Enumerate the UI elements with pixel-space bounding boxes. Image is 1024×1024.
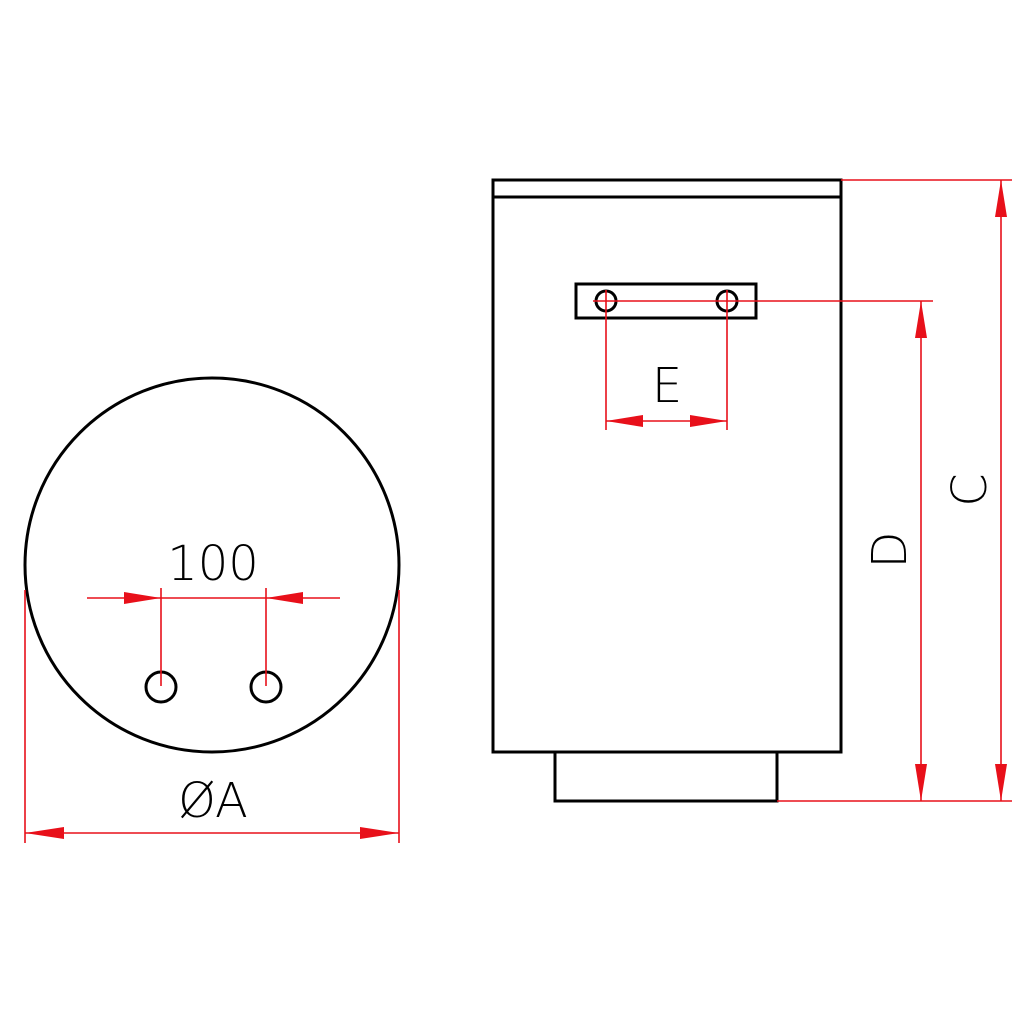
arrowhead: [915, 301, 927, 338]
dimension-d: D: [777, 301, 1012, 802]
dimension-label-a: ØA: [178, 773, 248, 829]
dimension-label-100: 100: [167, 536, 259, 592]
arrowhead: [606, 415, 643, 427]
dimension-label-e: E: [652, 358, 682, 414]
dimension-100: 100: [87, 536, 340, 686]
dimension-e: E: [593, 290, 933, 430]
dimension-c: C: [841, 179, 1012, 801]
arrowhead: [690, 415, 727, 427]
arrowhead: [995, 180, 1007, 217]
dimension-diameter-a: ØA: [24, 590, 400, 843]
base-cover: [553, 750, 779, 803]
arrowhead: [360, 827, 399, 839]
arrowhead: [915, 764, 927, 801]
arrowhead: [266, 592, 303, 604]
dimension-label-d: D: [862, 532, 918, 569]
tank-top-view: [23, 376, 401, 754]
tank-side-view: [491, 178, 843, 754]
arrowhead: [25, 827, 64, 839]
arrowhead: [124, 592, 161, 604]
dimension-label-c: C: [942, 473, 998, 507]
arrowhead: [995, 764, 1007, 801]
